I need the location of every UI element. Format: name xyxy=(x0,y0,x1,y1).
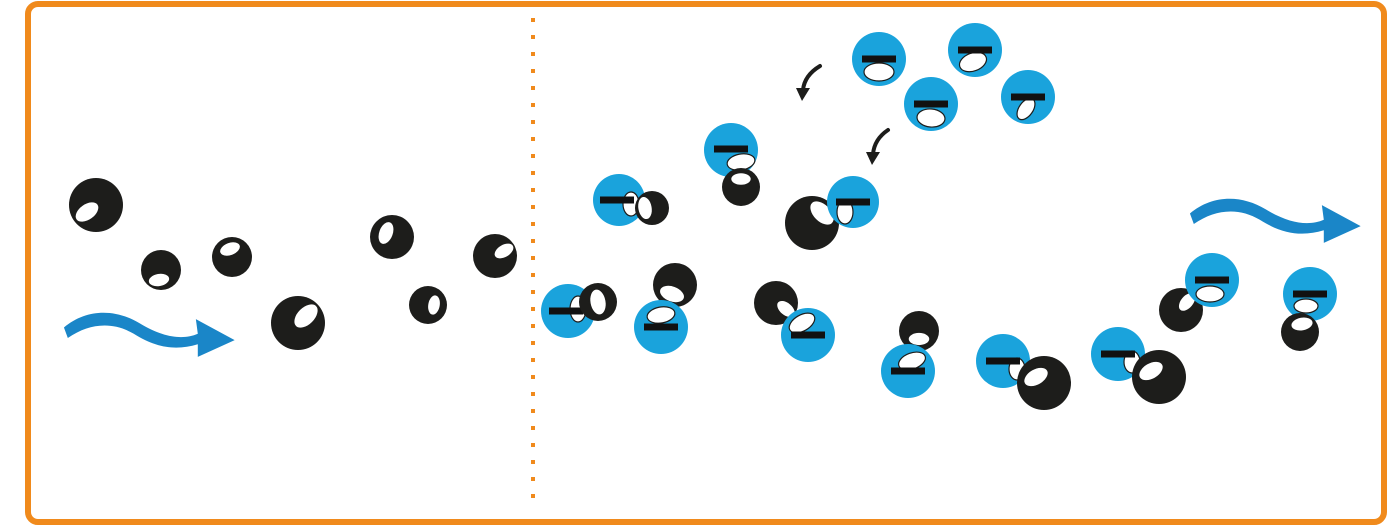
charged-particle-icon xyxy=(827,176,879,228)
charged-particle-icon xyxy=(781,308,835,362)
charged-particle-icon xyxy=(1283,267,1337,321)
neutral-particle-icon xyxy=(1281,313,1319,351)
neutral-particle-icon xyxy=(1132,350,1186,404)
negative-charge-icon xyxy=(549,307,583,315)
drift-arrow-icon xyxy=(796,64,822,101)
charged-particle-icon xyxy=(1185,253,1239,307)
negative-charge-icon xyxy=(791,331,825,339)
negative-charge-icon xyxy=(891,367,925,375)
charged-particle-icon xyxy=(904,77,958,131)
flow-arrow-icon xyxy=(63,312,235,357)
negative-charge-icon xyxy=(1101,350,1135,358)
particles-layer xyxy=(69,23,1337,410)
negative-charge-icon xyxy=(1293,290,1327,298)
neutral-particle-icon xyxy=(722,168,760,206)
negative-charge-icon xyxy=(1011,93,1045,101)
charged-particle-icon xyxy=(1001,70,1055,124)
frame-border xyxy=(25,1,1387,525)
negative-charge-icon xyxy=(714,145,748,153)
neutral-particle-icon xyxy=(653,263,697,307)
charged-particle-icon xyxy=(852,32,906,86)
flow-arrow-icon xyxy=(1189,198,1361,243)
negative-charge-icon xyxy=(644,323,678,331)
neutral-particle-icon xyxy=(212,237,252,277)
neutral-particle-icon xyxy=(1017,356,1071,410)
negative-charge-icon xyxy=(986,357,1020,365)
charged-particle-icon xyxy=(593,174,645,226)
neutral-particle-icon xyxy=(409,286,447,324)
neutral-particle-icon xyxy=(271,296,325,350)
charged-particle-icon xyxy=(948,23,1002,77)
neutral-particle-icon xyxy=(473,234,517,278)
negative-charge-icon xyxy=(1195,276,1229,284)
neutral-particle-icon xyxy=(635,191,669,225)
negative-charge-icon xyxy=(958,46,992,54)
negative-charge-icon xyxy=(836,198,870,206)
drift-arrow-icon xyxy=(866,128,890,165)
neutral-particle-icon xyxy=(370,215,414,259)
charged-particle-icon xyxy=(881,344,935,398)
charged-particle-icon xyxy=(634,300,688,354)
neutral-particle-icon xyxy=(141,250,181,290)
negative-charge-icon xyxy=(914,100,948,108)
neutral-particle-icon xyxy=(579,283,617,321)
neutral-particle-icon xyxy=(754,281,798,325)
negative-charge-icon xyxy=(600,196,634,204)
neutral-particle-icon xyxy=(69,178,123,232)
negative-charge-icon xyxy=(862,55,896,63)
charged-particle-icon xyxy=(704,123,758,177)
neutral-particle-icon xyxy=(899,311,939,351)
